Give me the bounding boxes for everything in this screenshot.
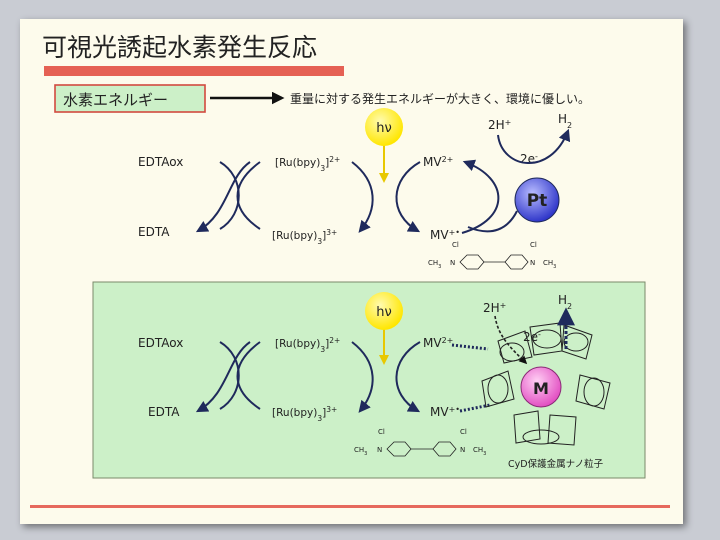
cyd-ring-5 — [583, 377, 605, 407]
cyd-ring-2 — [532, 329, 562, 349]
top-pt-sphere — [514, 177, 560, 223]
bottom-sun — [365, 292, 403, 330]
top-scheme: hν EDTAox EDTA [Ru(bpy)3]2+ [Ru(bpy)3]3+… — [138, 108, 572, 270]
bottom-viologen-cl-left: Cl — [378, 428, 385, 436]
cyd-ring-4 — [487, 374, 509, 404]
page-title: 可視光誘起水素発生反応 — [42, 33, 317, 62]
bottom-ru-arc-1 — [236, 341, 261, 410]
top-pt-arc — [461, 159, 500, 234]
top-ru3: [Ru(bpy)3]3+ — [272, 228, 337, 246]
top-sun — [365, 108, 403, 146]
top-proton: 2H+ — [488, 118, 511, 133]
top-viologen-n-left: N — [450, 259, 455, 267]
top-viologen-cl-right: Cl — [530, 241, 537, 249]
bottom-light-label: hν — [376, 305, 392, 320]
top-viologen-n-right: N — [530, 259, 535, 267]
slide: 可視光誘起水素発生反応 水素エネルギー 重量に対する発生エネルギーが大きく、環境… — [20, 19, 683, 524]
bottom-mv1-link — [459, 403, 491, 413]
top-viologen-ch3-left: CH3 — [428, 259, 441, 270]
energy-description: 重量に対する発生エネルギーが大きく、環境に優しい。 — [290, 91, 590, 106]
bottom-mv-arc — [395, 341, 421, 413]
bottom-electrons: 2e- — [523, 330, 541, 345]
bottom-viologen-ch3-right: CH3 — [473, 446, 486, 457]
energy-label: 水素エネルギー — [63, 91, 168, 109]
bottom-scheme: hν EDTAox EDTA [Ru(bpy)3]2+ [Ru(bpy)3]3+… — [138, 292, 611, 470]
bottom-viologen-ch3-left: CH3 — [354, 446, 367, 457]
top-mv2: MV2+ — [423, 155, 453, 170]
top-mv-arc — [395, 161, 421, 233]
bottom-viologen-n-left: N — [377, 446, 382, 454]
top-viologen-cl-left: Cl — [452, 241, 459, 249]
cyd-cup-7 — [547, 414, 577, 446]
title-underline — [44, 66, 344, 76]
bottom-caption: CyD保護金属ナノ粒子 — [508, 458, 604, 470]
top-mv1: MV+• — [430, 228, 460, 243]
cyd-cup-1 — [497, 330, 533, 364]
cyd-ring-3 — [563, 332, 589, 352]
top-viologen-ring-right — [504, 254, 529, 270]
bottom-edta-ox-arrow — [195, 341, 251, 413]
top-ru2: [Ru(bpy)3]2+ — [275, 155, 340, 173]
top-pt-label: Pt — [527, 191, 548, 211]
bottom-nanoparticle — [481, 322, 611, 446]
top-h2-arrow — [497, 128, 571, 164]
top-edta-ox: EDTAox — [138, 155, 183, 169]
top-viologen-ring-left — [459, 254, 485, 270]
cyd-cup-3 — [561, 324, 593, 360]
footer-accent — [30, 505, 670, 508]
cyd-ring-1 — [499, 342, 525, 362]
top-ru-arc-2 — [351, 161, 374, 233]
top-h2: H2 — [558, 112, 572, 130]
bottom-viologen-cl-right: Cl — [460, 428, 467, 436]
cyd-cup-4 — [481, 370, 515, 408]
top-edta-arc — [219, 161, 240, 230]
top-edta-ox-arrow — [195, 161, 251, 233]
bottom-viologen-ring-right — [432, 441, 457, 457]
top-light-label: hν — [376, 121, 392, 136]
top-pt-link — [467, 210, 518, 233]
bottom-ru-arc-2 — [351, 341, 374, 413]
top-viologen-ch3-right: CH3 — [543, 259, 556, 270]
bottom-metal-label: M — [533, 379, 549, 398]
energy-box — [54, 84, 206, 113]
bottom-edta-arc — [219, 341, 240, 410]
top-viologen: Cl Cl CH3 N N CH3 — [428, 241, 556, 270]
top-ru-arc-1 — [236, 161, 261, 230]
cyd-ring-6 — [522, 429, 560, 445]
bottom-proton-arrow — [494, 315, 528, 365]
top-edta: EDTA — [138, 225, 170, 239]
bottom-viologen-n-right: N — [460, 446, 465, 454]
bottom-edta: EDTA — [148, 405, 180, 419]
bottom-edta-ox: EDTAox — [138, 336, 183, 350]
bottom-metal-sphere — [520, 366, 562, 408]
cyd-cup-6 — [513, 410, 541, 444]
bottom-viologen: Cl Cl CH3 N N CH3 — [354, 428, 486, 457]
